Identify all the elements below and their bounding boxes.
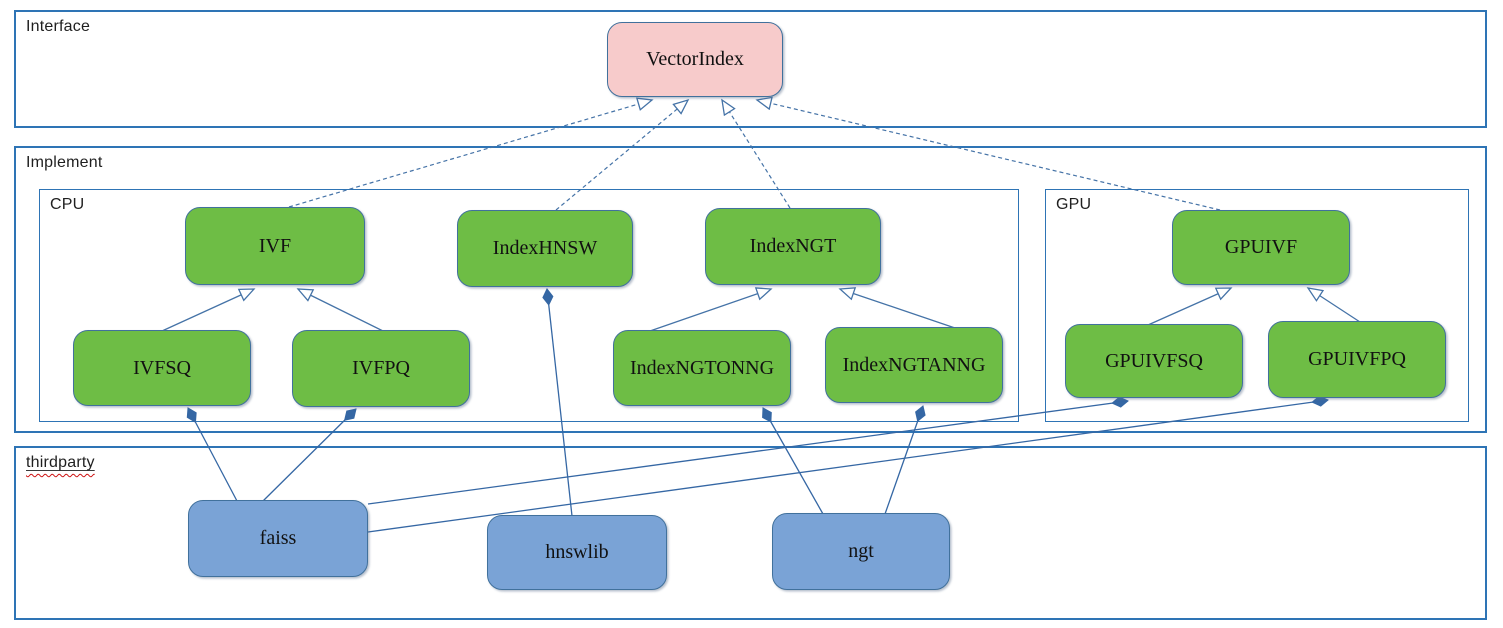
node-hnswlib-label: hnswlib xyxy=(545,541,609,563)
edge-indexngtonng-indexngt xyxy=(649,287,773,332)
edge-faiss-gpuivfsq xyxy=(367,396,1129,505)
edge-gpuivfpq-gpuivf xyxy=(1306,287,1361,323)
container-gpu-label: GPU xyxy=(1056,196,1092,213)
node-gpuivfsq-label: GPUIVFSQ xyxy=(1105,349,1203,372)
edge-ivfpq-ivf xyxy=(296,288,384,332)
edge-gpuivfsq-gpuivf xyxy=(1147,287,1233,326)
container-cpu-label: CPU xyxy=(50,196,85,213)
edge-ngt-indexngtanng xyxy=(884,405,926,515)
node-indexngt: IndexNGT xyxy=(705,208,881,285)
node-ivf: IVF xyxy=(185,207,365,285)
node-gpuivfpq-label: GPUIVFPQ xyxy=(1308,348,1406,370)
node-ivfsq: IVFSQ xyxy=(73,330,251,406)
node-indexngtanng: IndexNGTANNG xyxy=(825,327,1003,403)
edge-faiss-ivfpq xyxy=(262,408,357,502)
node-faiss: faiss xyxy=(188,500,368,577)
container-cpu: CPU xyxy=(39,189,1019,422)
container-interface-label: Interface xyxy=(26,18,91,35)
container-thirdparty-label: thirdparty xyxy=(26,454,95,471)
edge-hnswlib-indexhnsw xyxy=(542,288,573,517)
container-interface: Interface xyxy=(14,10,1487,128)
node-gpuivfsq: GPUIVFSQ xyxy=(1065,324,1243,398)
node-indexngtonng-label: IndexNGTONNG xyxy=(629,356,775,379)
node-indexngtanng-label: IndexNGTANNG xyxy=(842,353,986,376)
node-ngt-label: ngt xyxy=(848,540,874,562)
node-ivfsq-label: IVFSQ xyxy=(133,356,191,379)
node-ivfpq: IVFPQ xyxy=(292,330,470,407)
node-vectorindex: VectorIndex xyxy=(607,22,783,97)
node-indexhnsw-label: IndexHNSW xyxy=(492,237,598,259)
container-gpu: GPU xyxy=(1045,189,1469,422)
container-implement: Implement xyxy=(14,146,1487,433)
node-gpuivfpq: GPUIVFPQ xyxy=(1268,321,1446,398)
node-hnswlib: hnswlib xyxy=(487,515,667,590)
container-thirdparty: thirdparty xyxy=(14,446,1487,620)
node-faiss-label: faiss xyxy=(259,527,297,549)
edge-indexngt-vectorindex xyxy=(721,98,791,209)
edge-gpuivf-vectorindex xyxy=(755,96,1221,211)
node-ivf-label: IVF xyxy=(258,234,292,257)
edge-ngt-indexngtonng xyxy=(762,407,824,515)
edge-ivf-vectorindex xyxy=(288,97,654,208)
node-ngt: ngt xyxy=(772,513,950,590)
node-vectorindex-label: VectorIndex xyxy=(646,48,744,70)
node-ivfpq-label: IVFPQ xyxy=(352,357,410,379)
edge-faiss-gpuivfpq xyxy=(367,395,1329,533)
edge-indexhnsw-vectorindex xyxy=(555,98,690,211)
node-gpuivf-label: GPUIVF xyxy=(1224,236,1298,258)
edge-faiss-ivfsq xyxy=(186,407,238,502)
node-indexngtonng: IndexNGTONNG xyxy=(613,330,791,406)
edge-ivfsq-ivf xyxy=(161,288,256,332)
node-indexngt-label: IndexNGT xyxy=(749,235,837,257)
node-gpuivf: GPUIVF xyxy=(1172,210,1350,285)
container-implement-label: Implement xyxy=(26,154,103,171)
edge-indexngtanng-indexngt xyxy=(838,287,956,329)
node-indexhnsw: IndexHNSW xyxy=(457,210,633,287)
